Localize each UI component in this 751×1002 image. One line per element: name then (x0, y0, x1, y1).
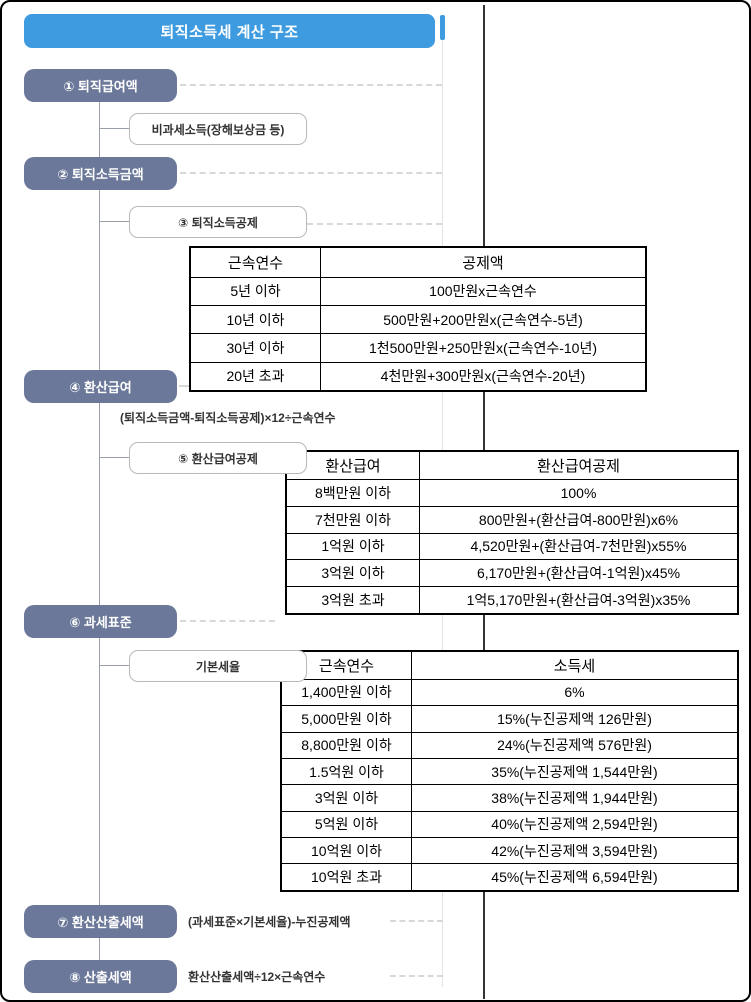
table-cell: 42%(누진공제액 3,594만원) (411, 837, 739, 865)
step-box-final-tax: ⑧ 산출세액 (24, 960, 177, 993)
table-cell: 6% (411, 678, 739, 707)
step-box-converted-salary: ④ 환산급여 (24, 370, 177, 403)
table-spine-bottom (483, 892, 485, 999)
step-box-retirement-income: ② 퇴직소득금액 (24, 157, 177, 190)
step-box-tax-base: ⑥ 과세표준 (24, 605, 177, 638)
table-cell: 10억원 이하 (280, 837, 412, 865)
table-cell: 15%(누진공제액 126만원) (411, 705, 739, 733)
table-header-cell: 공제액 (320, 246, 647, 278)
table-cell: 8,800만원 이하 (280, 731, 412, 759)
table-cell: 3억원 이하 (280, 784, 412, 812)
table-cell: 1.5억원 이하 (280, 757, 412, 786)
table-cell: 1천500만원+250만원x(근속연수-10년) (320, 333, 647, 363)
table-cell: 5억원 이하 (280, 810, 412, 839)
table-cell: 6,170만원+(환산급여-1억원)x45% (419, 559, 739, 588)
formula-final-tax: 환산산출세액÷12×근속연수 (188, 970, 326, 984)
dashed-line-step4 (179, 385, 189, 387)
table-cell: 38%(누진공제액 1,944만원) (411, 784, 739, 812)
dashed-line-step2 (180, 172, 442, 174)
step-box-retirement-pay: ① 퇴직급여액 (24, 69, 177, 102)
table-header-cell: 환산급여 (285, 450, 420, 481)
box-basic-tax-rate: 기본세율 (129, 650, 307, 682)
table-cell: 20년 초과 (189, 361, 321, 392)
table-cell: 5,000만원 이하 (280, 705, 412, 733)
box-retirement-deduction: ③ 퇴직소득공제 (129, 206, 307, 238)
dashed-line-step8 (390, 975, 443, 977)
table-cell: 10억원 초과 (280, 863, 412, 892)
connector-stub-step5 (99, 457, 129, 458)
table-cell: 45%(누진공제액 6,594만원) (411, 863, 739, 892)
dashed-line-step6 (180, 620, 275, 622)
table-cell: 30년 이하 (189, 333, 321, 363)
table-cell: 100만원x근속연수 (320, 276, 647, 307)
left-spine-line (99, 102, 100, 960)
table-cell: 1억5,170만원+(환산급여-3억원)x35% (419, 586, 739, 615)
dashed-line-step7 (390, 920, 443, 922)
page-title: 퇴직소득세 계산 구조 (24, 14, 435, 48)
table-cell: 35%(누진공제액 1,544만원) (411, 757, 739, 786)
header-right-fragment (440, 15, 445, 40)
dashed-line-step1 (180, 84, 442, 86)
table-cell: 8백만원 이하 (285, 479, 420, 507)
table-cell: 3억원 초과 (285, 586, 420, 615)
table-header-cell: 근속연수 (189, 246, 321, 278)
table-cell: 500만원+200만원x(근속연수-5년) (320, 305, 647, 335)
table-cell: 4,520만원+(환산급여-7천만원)x55% (419, 532, 739, 561)
table-header-cell: 소득세 (411, 650, 739, 680)
table-cell: 800만원+(환산급여-800만원)x6% (419, 505, 739, 534)
table-cell: 100% (419, 479, 739, 507)
table-cell: 5년 이하 (189, 276, 321, 307)
table-spine-mid2 (483, 615, 485, 650)
table-cell: 10년 이하 (189, 305, 321, 335)
table-cell: 40%(누진공제액 2,594만원) (411, 810, 739, 839)
box-converted-salary-deduction: ⑤ 환산급여공제 (129, 442, 307, 474)
table-cell: 1,400만원 이하 (280, 678, 412, 707)
table-spine-top (483, 5, 485, 246)
table-cell: 7천만원 이하 (285, 505, 420, 534)
formula-converted-tax: (과세표준×기본세율)-누진공제액 (188, 915, 351, 929)
table-spine-mid1 (483, 392, 485, 450)
dashed-line-step3 (307, 223, 442, 225)
table-cell: 3억원 이하 (285, 559, 420, 588)
table-cell: 4천만원+300만원x(근속연수-20년) (320, 361, 647, 392)
connector-stub-base-rate (99, 665, 129, 666)
connector-stub-step3 (99, 221, 129, 222)
table-header-cell: 환산급여공제 (419, 450, 739, 481)
connector-stub-nontax (99, 128, 129, 129)
step-box-converted-tax: ⑦ 환산산출세액 (24, 905, 177, 938)
table-cell: 24%(누진공제액 576만원) (411, 731, 739, 759)
table-cell: 1억원 이하 (285, 532, 420, 561)
formula-converted-salary: (퇴직소득금액-퇴직소득공제)×12÷근속연수 (120, 411, 336, 425)
box-nontaxable-income: 비과세소득(장해보상금 등) (129, 113, 307, 145)
